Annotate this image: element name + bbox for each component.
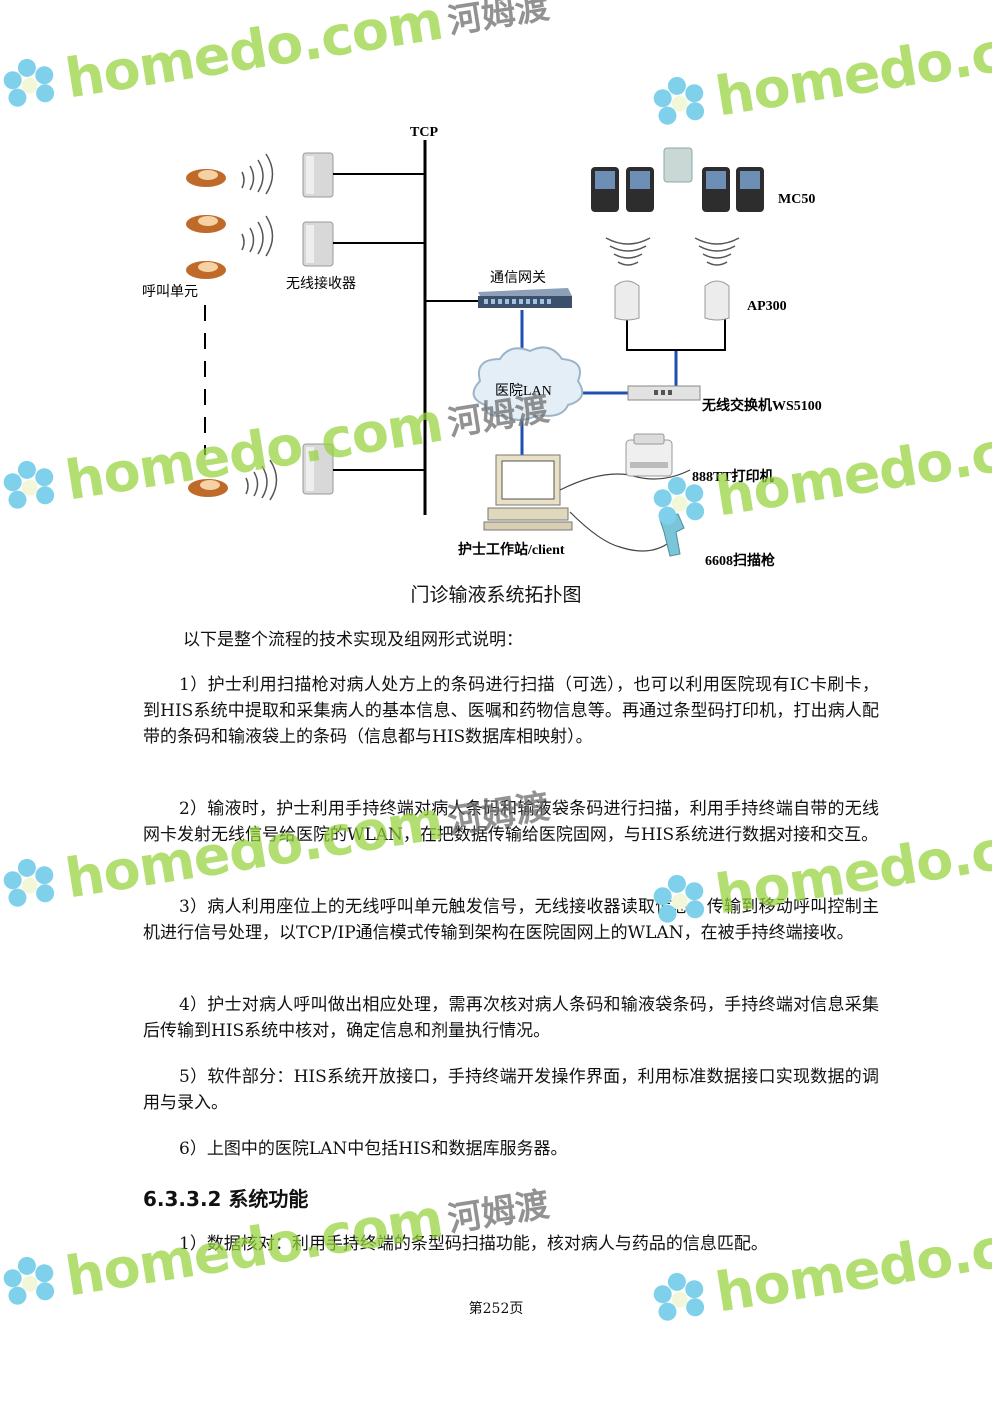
page-number: 第252页: [468, 1301, 524, 1317]
flower-logo-icon: [3, 858, 55, 907]
call-unit-4: [188, 479, 228, 497]
step-4-paragraph: 4）护士对病人呼叫做出相应处理，需再次核对病人条码和输液袋条码，手持终端对信息采…: [143, 995, 879, 1041]
wireless-switch: [627, 385, 701, 401]
gateway-switch: [478, 288, 572, 308]
call-unit-label: 呼叫单元: [142, 284, 198, 300]
step-3-paragraph: 3）病人利用座位上的无线呼叫单元触发信号，无线接收器读取信息，传输到移动呼叫控制…: [143, 897, 879, 943]
step-5-paragraph: 5）软件部分：HIS系统开放接口，手持终端开发操作界面，利用标准数据接口实现数据…: [143, 1067, 879, 1113]
printer-label: 888TT打印机: [692, 468, 774, 485]
receiver-label: 无线接收器: [286, 275, 356, 292]
call-unit-1: [186, 169, 226, 187]
lan-label: 医院LAN: [495, 383, 552, 399]
access-point-1: [614, 280, 640, 321]
printer-device: [625, 433, 673, 477]
step-6-paragraph: 6）上图中的医院LAN中包括HIS和数据库服务器。: [179, 1139, 568, 1159]
signal-arcs-left: [241, 153, 278, 501]
step-2-paragraph: 2）输液时，护士利用手持终端对病人条码和输液袋条码进行扫描，利用手持终端自带的无…: [143, 799, 879, 845]
section-heading: 6.3.3.2 系统功能: [143, 1187, 309, 1211]
switch-label: 无线交换机WS5100: [701, 397, 822, 414]
receiver-2: [302, 221, 334, 267]
access-point-2: [704, 280, 730, 321]
scanner-label: 6608扫描枪: [705, 552, 775, 569]
handheld-mc50-group: [591, 147, 764, 212]
intro-paragraph: 以下是整个流程的技术实现及组网形式说明：: [183, 630, 523, 650]
workstation-computer: [483, 454, 573, 531]
tcp-label: TCP: [410, 125, 438, 140]
workstation-label: 护士工作站/client: [458, 541, 565, 558]
receiver-1: [302, 152, 334, 198]
scanner-device: [659, 513, 685, 557]
lan-cloud: [472, 346, 584, 421]
call-unit-2: [186, 215, 226, 233]
mc50-label: MC50: [778, 192, 815, 207]
topology-diagram: TCP 无线接收器: [142, 125, 822, 569]
call-unit-3: [186, 261, 226, 279]
signal-arcs-ap: [605, 237, 740, 266]
step-1-paragraph: 1）护士利用扫描枪对病人处方上的条码进行扫描（可选），也可以利用医院现有IC卡刷…: [143, 675, 879, 747]
receiver-3: [302, 443, 334, 495]
gateway-label: 通信网关: [490, 270, 546, 286]
function-1-paragraph: 1）数据核对：利用手持终端的条型码扫描功能，核对病人与药品的信息匹配。: [179, 1234, 768, 1254]
ap300-label: AP300: [747, 299, 787, 314]
figure-caption: 门诊输液系统拓扑图: [410, 584, 582, 606]
